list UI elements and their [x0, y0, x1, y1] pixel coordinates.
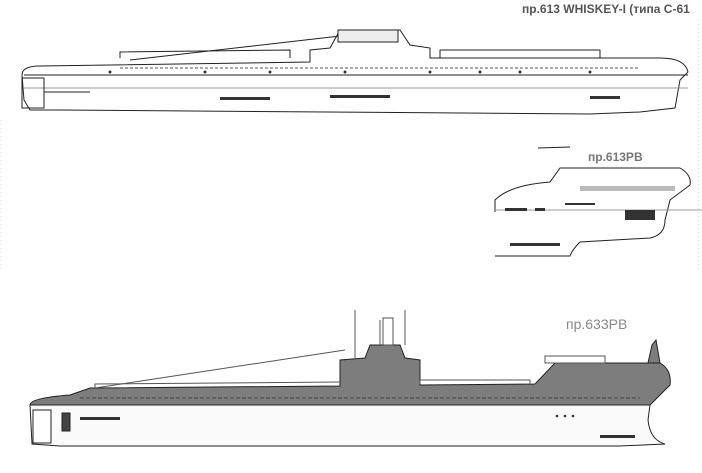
submarine-633rv-profile — [29, 310, 671, 447]
title-613rv: пр.613РВ — [588, 150, 643, 164]
title-633rv: пр.633РВ — [566, 316, 628, 332]
submarine-613rv-bow — [494, 146, 702, 257]
submarine-613-profile — [21, 29, 689, 115]
title-613-whiskey: пр.613 WHISKEY-I (типа С-61 — [522, 2, 690, 16]
